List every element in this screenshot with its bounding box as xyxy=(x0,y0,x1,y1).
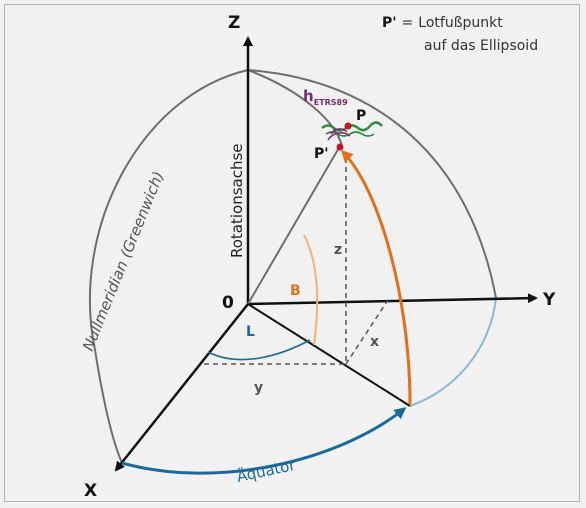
x-axis xyxy=(114,303,249,472)
ellipsoid-outline xyxy=(88,69,249,464)
height-arc-2 xyxy=(327,132,351,141)
meridian-arrow xyxy=(340,149,412,405)
note-equals: = xyxy=(402,15,414,31)
latitude-label: B xyxy=(290,283,301,299)
note-text-1: Lotfußpunkt xyxy=(418,15,503,31)
coord-x-label: x xyxy=(370,334,379,350)
y-axis-label: Y xyxy=(542,290,556,310)
terrain-squiggle xyxy=(321,121,383,132)
coord-y-label: y xyxy=(254,380,263,396)
meridian-through-p xyxy=(247,69,343,147)
x-dashed xyxy=(345,299,389,365)
origin-to-p-prime xyxy=(247,145,341,305)
point-p-label: P xyxy=(356,108,366,124)
note-symbol: P' xyxy=(382,15,397,31)
equator-arrow xyxy=(121,407,407,475)
latitude-arc xyxy=(303,234,319,346)
point-p-prime-marker xyxy=(336,143,344,151)
height-h: h xyxy=(303,87,314,105)
x-axis-label: X xyxy=(84,481,97,501)
equator-label: Äquator xyxy=(235,455,298,486)
equator-front-arc xyxy=(409,297,497,407)
ellipsoid-upper-right xyxy=(247,69,497,299)
height-label: hETRS89 xyxy=(303,87,348,107)
point-p-marker xyxy=(344,122,352,130)
longitude-arc xyxy=(207,339,311,361)
height-subscript: ETRS89 xyxy=(314,98,348,107)
origin-to-equator-point xyxy=(247,303,411,407)
rotation-axis-label: Rotationsachse xyxy=(228,143,246,258)
point-p-prime-label: P' xyxy=(314,146,329,162)
longitude-label: L xyxy=(246,324,255,340)
note-line2: auf das Ellipsoid xyxy=(424,38,538,54)
y-axis xyxy=(247,293,538,306)
z-axis-label: Z xyxy=(228,13,240,33)
note-line1: P' =Lotfußpunkt xyxy=(382,15,503,31)
height-arc-1 xyxy=(330,128,348,135)
terrain-squiggle-2 xyxy=(325,131,375,137)
origin-label: 0 xyxy=(222,293,234,313)
coord-z-label: z xyxy=(334,242,342,258)
